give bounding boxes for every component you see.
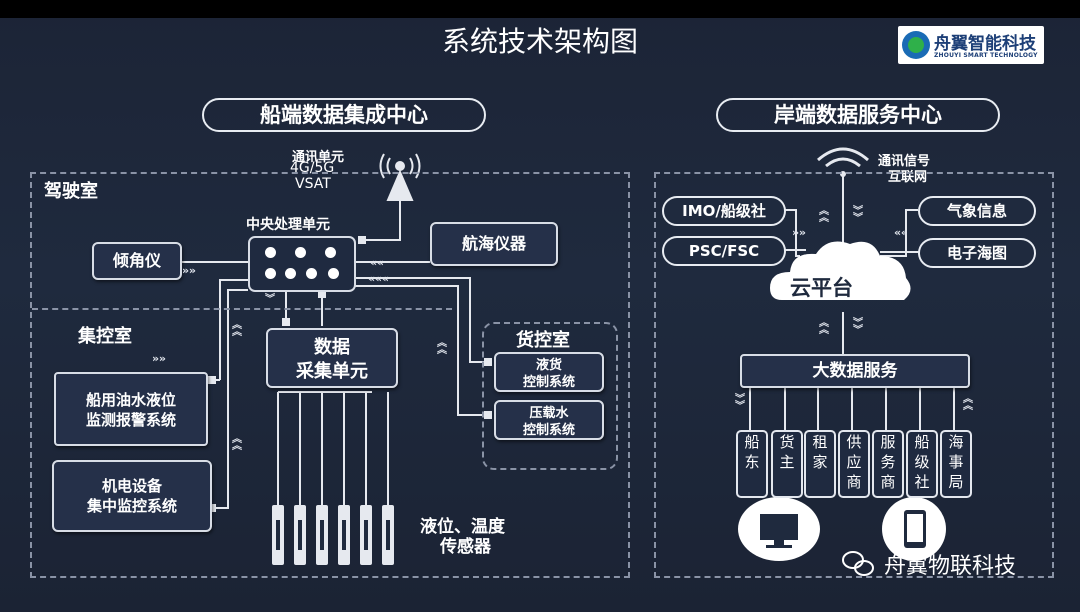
page-title: 系统技术架构图	[441, 25, 638, 58]
ship-boundary	[30, 172, 630, 578]
daq-line2: 采集单元	[296, 361, 368, 382]
comm-unit-label: 通讯单元	[292, 150, 345, 165]
right-bus-2	[354, 285, 488, 416]
chevron-down-icon: ︾︾	[853, 206, 863, 224]
ballast-box: 压载水 控制系统	[494, 400, 604, 440]
chevron-right-icon: » »	[792, 226, 806, 239]
oil-line1: 船用油水液位	[85, 391, 176, 409]
bridge-divider	[32, 308, 452, 310]
mech-line1: 机电设备	[101, 477, 162, 495]
stakeholder-cargo-owner: 货主	[771, 430, 803, 498]
logo-subtitle: ZHOUYI SMART TECHNOLOGY	[934, 52, 1038, 59]
stakeholder-service-provider: 服务商	[872, 430, 904, 498]
imo-link	[784, 209, 800, 257]
stakeholder-supplier: 供应商	[838, 430, 870, 498]
chevron-down-icon: ︾︾	[735, 394, 745, 412]
chart-node: 电子海图	[918, 238, 1036, 268]
liquid-cargo-box: 液货 控制系统	[494, 352, 604, 392]
chevron-left-icon: « «	[370, 256, 384, 269]
nav-instruments-box: 航海仪器	[430, 222, 558, 266]
cloud-platform-label: 云平台	[790, 276, 853, 300]
bridge-label: 驾驶室	[44, 181, 98, 202]
chevron-right-icon: » »	[182, 264, 196, 277]
comm-vsat-label: VSAT	[295, 176, 331, 192]
company-logo: 舟翼智能科技 ZHOUYI SMART TECHNOLOGY	[898, 26, 1044, 64]
chevron-down-icon: ︾	[265, 294, 275, 305]
wechat-icon	[842, 551, 874, 576]
left-bus-2	[214, 289, 248, 509]
chevron-right-icon: » »	[152, 352, 166, 365]
ballast-line2: 控制系统	[522, 423, 575, 438]
chevron-up-icon: ︽︽	[437, 338, 447, 356]
shore-data-center-header: 岸端数据服务中心	[716, 98, 1000, 132]
cpu-label: 中央处理单元	[246, 217, 330, 233]
liquid-cargo-line2: 控制系统	[522, 375, 575, 390]
weather-node: 气象信息	[918, 196, 1036, 226]
chevron-left-icon: « «	[894, 226, 908, 239]
ballast-line1: 压载水	[529, 406, 569, 421]
chevron-up-icon: ︽︽	[963, 394, 973, 412]
stakeholder-shipowner: 船东	[736, 430, 768, 498]
antenna-link	[358, 200, 401, 241]
stakeholder-maritime-bureau: 海事局	[940, 430, 972, 498]
sensor-label-line2: 传感器	[440, 537, 491, 557]
right-bus-1	[354, 277, 488, 363]
watermark-text: 舟翼物联科技	[884, 554, 1017, 579]
antenna-icon	[379, 153, 421, 201]
chevron-left-icon: « « «	[368, 272, 389, 285]
chevron-up-icon: ︽︽	[232, 434, 242, 452]
chevron-down-icon: ︾︾	[853, 318, 863, 336]
oil-line2: 监测报警系统	[85, 411, 176, 429]
stakeholder-class-society: 船级社	[906, 430, 938, 498]
shore-boundary	[654, 172, 1054, 578]
cargo-room-boundary	[482, 322, 618, 470]
mech-monitor-box: 机电设备 集中监控系统	[52, 460, 212, 532]
weather-link	[880, 209, 918, 257]
mech-line2: 集中监控系统	[86, 497, 177, 515]
left-bus	[219, 279, 248, 380]
chevron-up-icon: ︽︽	[232, 320, 242, 338]
chevron-up-icon: ︽︽	[819, 318, 829, 336]
tablet-icon	[882, 497, 946, 561]
cargo-room-label: 货控室	[516, 330, 570, 351]
liquid-cargo-line1: 液货	[535, 358, 562, 373]
monitor-icon	[738, 497, 820, 561]
oil-level-box: 船用油水液位 监测报警系统	[54, 372, 208, 446]
sensor-label-line1: 液位、温度	[420, 517, 505, 537]
cloud-shape	[770, 241, 911, 300]
tilt-meter-box: 倾角仪	[92, 242, 182, 280]
stakeholder-charterer: 租家	[804, 430, 836, 498]
top-bar	[0, 0, 1080, 18]
logo-name: 舟翼智能科技	[934, 34, 1036, 54]
chevron-up-icon: ︽︽	[819, 206, 829, 224]
psc-node: PSC/FSC	[662, 236, 786, 266]
daq-unit-box: 数据 采集单元	[266, 328, 398, 388]
ship-data-center-header: 船端数据集成中心	[202, 98, 486, 132]
logo-mark-icon	[902, 31, 930, 59]
shore-comm-line1: 通讯信号	[878, 154, 931, 169]
daq-line1: 数据	[314, 337, 350, 358]
imo-node: IMO/船级社	[662, 196, 786, 226]
cpu-unit	[248, 236, 356, 292]
control-room-label: 集控室	[78, 326, 132, 347]
big-data-box: 大数据服务	[740, 354, 970, 388]
